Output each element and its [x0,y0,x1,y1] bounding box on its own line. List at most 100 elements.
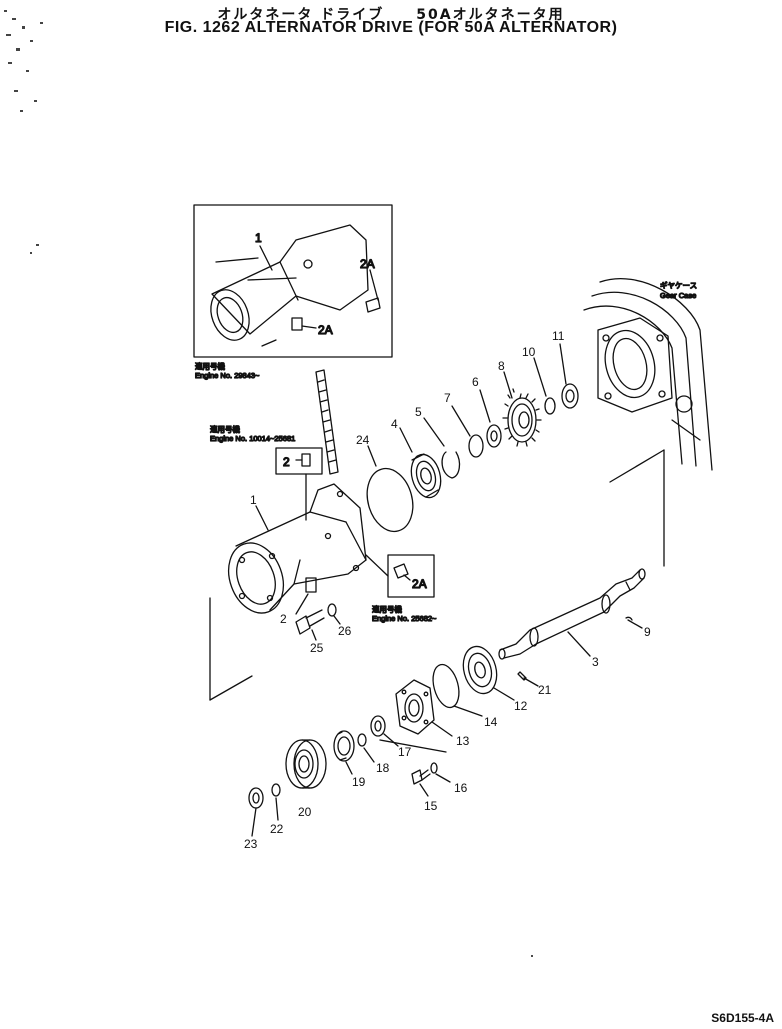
part-label-19: 19 [352,775,366,789]
part-label-12: 12 [514,699,528,713]
bearing-17 [370,715,386,737]
part-label-6: 6 [472,375,479,389]
nut-23 [248,787,264,809]
callout-right-label: Engine No. 25682~ [372,614,437,623]
callout-left-box [275,447,323,521]
bearing-19 [333,730,355,762]
gear-case-label-jp: ギヤケース [660,281,697,290]
inset-serial-label: Engine No. 29843~ [195,371,260,380]
part-label-13: 13 [456,734,470,748]
washer-26 [327,603,337,617]
scan-noise [4,10,43,254]
part-label-7: 7 [444,391,451,405]
figure-title: FIG. 1262 ALTERNATOR DRIVE (FOR 50A ALTE… [164,19,618,36]
title-japanese: オルタネータ ドライブ 50Aオルタネータ用 [217,7,565,23]
part-label-18: 18 [376,761,390,775]
leader-21 [523,677,539,687]
part-label-2: 2 [280,612,287,626]
part-label-8: 8 [498,359,505,373]
leader-14 [453,705,483,717]
washer-10 [544,397,556,415]
leader-4 [399,427,413,453]
washer-22 [271,783,281,797]
gear-6 [486,424,502,448]
gear-case [583,277,713,471]
part-label-14: 14 [484,715,498,729]
part-label-9: 9 [644,625,651,639]
leader-13-group [379,739,447,753]
part-label-1: 1 [250,493,257,507]
part-label-10: 10 [522,345,536,359]
leader-22 [275,797,279,821]
part-label-21: 21 [538,683,552,697]
key-9 [625,616,633,621]
leader-1 [255,505,269,531]
callout-right-box [365,554,435,598]
part-label-16: 16 [454,781,468,795]
callout-right-label-jp: 適用号機 [372,604,402,614]
bolt-25 [295,609,325,635]
leader-11 [559,343,567,385]
washer-16 [430,762,438,774]
leader-5 [423,417,445,447]
part-label-20: 20 [298,805,312,819]
part-label-25: 25 [310,641,324,655]
alternator-drive-housing [227,483,367,614]
pulley-20 [285,739,327,789]
leader-12 [493,687,515,701]
callout-right-part: 2A [412,577,427,591]
drive-gear-8 [502,388,542,447]
leader-6 [479,389,491,423]
hatched-connector [315,369,339,475]
part-label-24: 24 [356,433,370,447]
leader-9 [627,619,643,629]
set-screw-2 [295,577,317,615]
leader-17 [383,733,399,747]
ring-18 [357,733,367,747]
leader-8 [503,371,513,399]
leader-23 [251,807,257,837]
part-label-22: 22 [270,822,284,836]
snap-ring-5 [441,451,461,479]
leader-7 [451,405,471,437]
callout-left-part: 2 [283,455,290,469]
gear-case-label-en: Gear Case [660,291,696,300]
pin-21 [517,671,527,681]
scan-dot [531,955,533,957]
callout-left-label: Engine No. 10014~25681 [210,434,295,443]
leader-13 [431,721,453,737]
inset-part-2a-lower: 2A [318,323,333,337]
leader-18 [363,747,375,763]
part-label-23: 23 [244,837,258,851]
leader-10 [533,357,547,397]
shaft-3 [498,568,646,660]
leader-3 [567,631,591,657]
drawing-code: S6D155-4A [711,1011,774,1025]
leader-15 [419,783,429,797]
part-label-11: 11 [552,329,565,343]
part-number-labels: 1 2 3 4 5 6 7 8 9 10 11 12 13 14 15 16 1… [244,329,651,851]
bearing-4 [410,453,442,499]
bearing-12 [462,645,498,695]
leader-26 [333,615,341,625]
part-label-4: 4 [391,417,398,431]
leader-24 [367,445,377,467]
part-label-17: 17 [398,745,412,759]
callout-left-label-jp: 適用号機 [210,424,240,434]
inset-part-1: 1 [255,231,262,245]
leader-19 [345,761,353,775]
o-ring-14 [432,663,460,709]
nut-11 [561,383,579,409]
part-label-26: 26 [338,624,352,638]
bolt-15 [411,769,431,785]
o-ring-24 [366,467,414,533]
part-label-3: 3 [592,655,599,669]
leader-16 [435,773,451,783]
cover-13 [395,679,435,735]
part-label-15: 15 [424,799,438,813]
part-label-5: 5 [415,405,422,419]
inset-serial-label-jp: 適用号機 [195,361,225,371]
inset-box [193,204,393,358]
leader-25 [311,629,317,641]
